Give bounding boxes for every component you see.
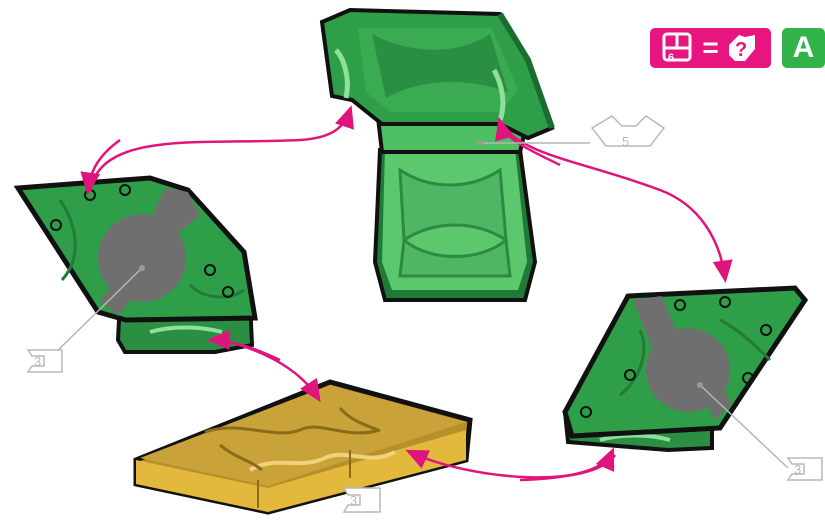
right-connector-label: 3 xyxy=(786,457,823,481)
right-hub xyxy=(646,328,730,412)
svg-text:?: ? xyxy=(735,39,747,61)
arrow-left-to-top xyxy=(88,105,354,193)
left-green-piece xyxy=(13,175,258,354)
piece-icon: 6 xyxy=(662,32,692,64)
top-green-piece xyxy=(319,7,555,302)
question-piece-icon: ? xyxy=(728,35,755,61)
svg-text:3: 3 xyxy=(34,354,41,369)
leader-lines xyxy=(47,142,789,469)
arrow-yellow-to-left xyxy=(207,330,281,362)
arrow-top-to-left xyxy=(80,138,121,195)
svg-text:3: 3 xyxy=(350,493,357,508)
top-connector-label: 5 xyxy=(590,115,666,149)
arrow-right-to-top xyxy=(495,117,561,167)
left-connector-label: 3 xyxy=(26,349,63,373)
arrow-yellow-to-right xyxy=(519,447,615,482)
bottom-connector-label: 3 xyxy=(342,487,381,513)
svg-text:6: 6 xyxy=(668,52,674,64)
svg-text:3: 3 xyxy=(794,462,801,477)
left-hub xyxy=(98,214,186,302)
variant-badge: A xyxy=(782,28,825,68)
equals-sign: = xyxy=(702,32,719,63)
svg-text:5: 5 xyxy=(622,134,629,149)
right-green-piece xyxy=(562,285,809,453)
bottom-yellow-piece xyxy=(133,379,473,515)
part-count-badge: 6 = ? xyxy=(650,28,771,68)
variant-letter: A xyxy=(792,31,815,64)
